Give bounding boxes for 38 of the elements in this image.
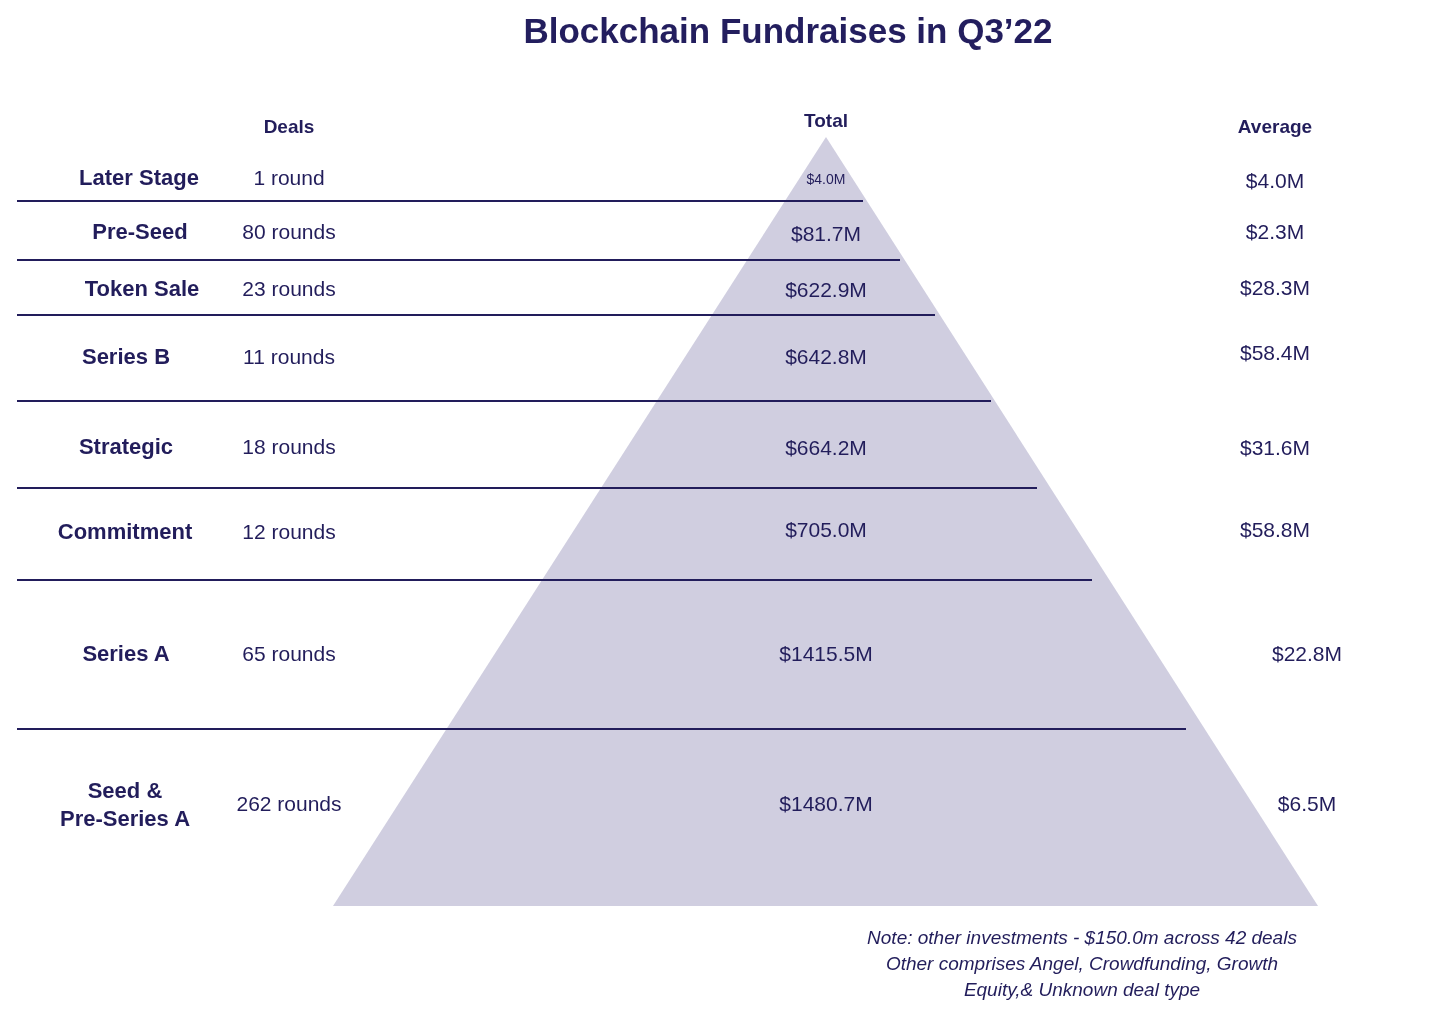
average-amount: $28.3M [1240, 275, 1310, 301]
total-amount: $1480.7M [779, 791, 873, 817]
deal-count: 23 rounds [242, 276, 336, 302]
average-amount: $6.5M [1277, 791, 1337, 817]
total-amount: $664.2M [785, 435, 867, 461]
total-amount: $622.9M [785, 277, 867, 303]
stage-name: Strategic [77, 433, 175, 461]
average-amount: $58.4M [1240, 340, 1310, 366]
total-amount: $81.7M [791, 221, 861, 247]
average-amount: $58.8M [1240, 517, 1310, 543]
average-amount: $4.0M [1245, 168, 1305, 194]
total-amount: $642.8M [785, 344, 867, 370]
column-header: Total [804, 109, 848, 133]
footnote: Note: other investments - $150.0m across 42 deals [866, 926, 1298, 951]
total-amount: $705.0M [785, 517, 867, 543]
stage-name: Later Stage [78, 164, 200, 192]
stage-name: Series B [80, 343, 172, 371]
deal-count: 65 rounds [242, 641, 336, 667]
stage-name: Series A [81, 640, 171, 668]
stage-name: Commitment [56, 518, 194, 546]
deal-count: 80 rounds [242, 219, 336, 245]
title: Blockchain Fundraises in Q3’22 [523, 10, 1053, 52]
stage-name: Seed & Pre-Series A [58, 776, 191, 832]
deal-count: 11 rounds [243, 344, 335, 370]
total-amount: $1415.5M [779, 641, 873, 667]
stage-name: Token Sale [83, 275, 201, 303]
average-amount: $2.3M [1245, 219, 1305, 245]
deal-count: 262 rounds [236, 791, 342, 817]
deal-count: 1 round [253, 165, 325, 191]
footnote: Other comprises Angel, Crowdfunding, Growth Equity,& Unknown deal type [884, 952, 1280, 1002]
column-header: Deals [263, 115, 315, 139]
total-amount: $4.0M [806, 170, 846, 188]
average-amount: $22.8M [1272, 641, 1342, 667]
average-amount: $31.6M [1240, 435, 1310, 461]
stage-name: Pre-Seed [91, 218, 189, 246]
deal-count: 18 rounds [242, 434, 336, 460]
deal-count: 12 rounds [242, 519, 336, 545]
column-header: Average [1237, 115, 1313, 139]
